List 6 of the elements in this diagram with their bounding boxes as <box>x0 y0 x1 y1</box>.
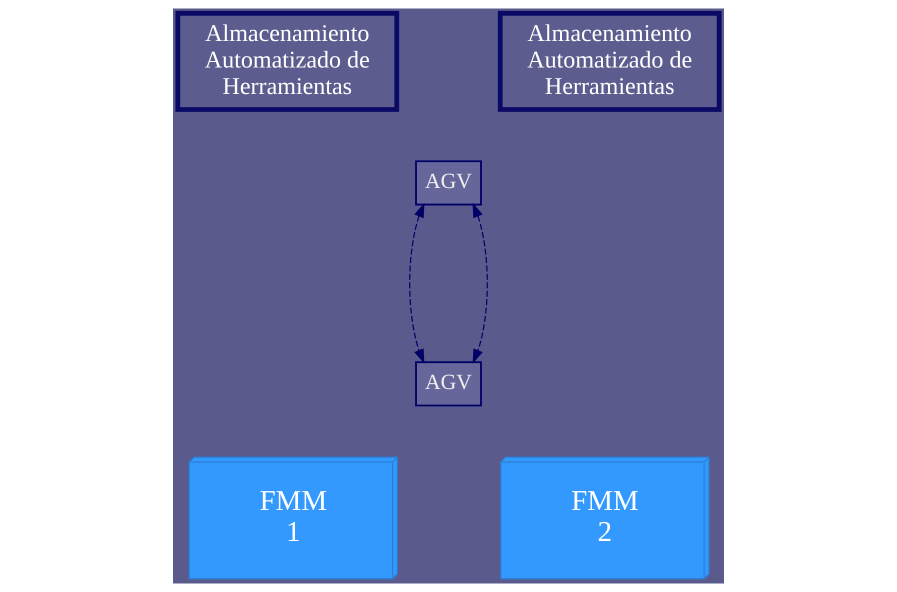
arrow <box>409 202 424 364</box>
arrow <box>472 202 488 364</box>
node-box: AGV <box>415 361 482 406</box>
node-box: AGV <box>415 160 482 206</box>
node-box: Almacenamiento Automatizado de Herramientas <box>498 10 722 112</box>
node-box: Almacenamiento Automatizado de Herramientas <box>175 10 400 112</box>
